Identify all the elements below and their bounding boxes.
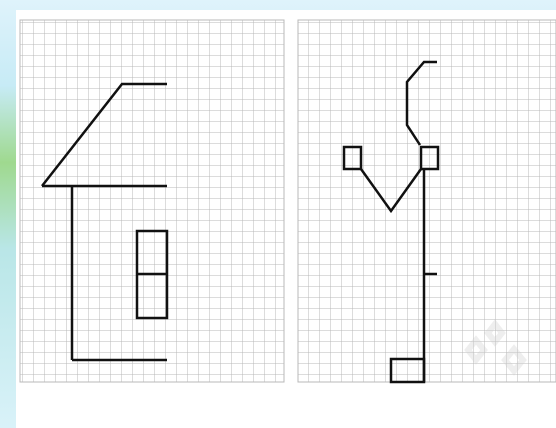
right-grid [298,20,556,382]
right-grid-background [298,20,556,382]
left-grid [20,20,284,382]
left-grid-background [20,20,284,382]
